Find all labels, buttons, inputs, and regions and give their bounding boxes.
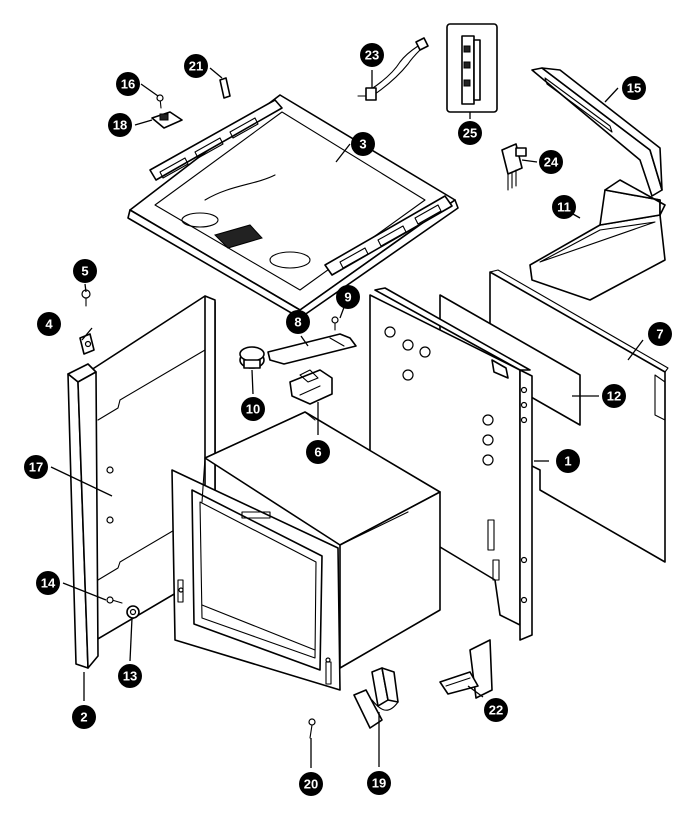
callout-badge <box>306 440 330 464</box>
callout-number: 8 <box>294 315 301 330</box>
burner-box-part <box>127 94 459 319</box>
callout-badge <box>602 384 626 408</box>
callout-3: 3 <box>351 132 375 156</box>
front-upright-part <box>67 363 99 669</box>
callout-4: 4 <box>37 312 61 336</box>
screw-small-part <box>106 596 123 604</box>
callout-badge <box>367 771 391 795</box>
callout-5: 5 <box>73 259 97 283</box>
callout-badge <box>556 449 580 473</box>
callout-badge <box>286 310 310 334</box>
callout-number: 17 <box>29 460 43 475</box>
callout-badge <box>539 150 563 174</box>
callout-number: 15 <box>627 81 641 96</box>
knob-part <box>239 346 265 369</box>
callout-number: 13 <box>123 669 137 684</box>
oven-bracket-part <box>289 369 333 405</box>
callout-number: 19 <box>372 776 386 791</box>
callout-badge <box>118 664 142 688</box>
callout-number: 3 <box>359 137 366 152</box>
callout-14: 14 <box>36 571 60 595</box>
callout-badge <box>484 698 508 722</box>
callout-badge <box>36 571 60 595</box>
callout-6: 6 <box>306 440 330 464</box>
callout-badge <box>336 285 360 309</box>
callout-19: 19 <box>367 771 391 795</box>
callout-8: 8 <box>286 310 310 334</box>
callout-badge <box>116 72 140 96</box>
callout-number: 16 <box>121 77 135 92</box>
callout-22: 22 <box>484 698 508 722</box>
callout-number: 5 <box>81 264 88 279</box>
callout-21: 21 <box>184 54 208 78</box>
terminal-block-part <box>446 23 498 113</box>
callout-11: 11 <box>552 195 576 219</box>
callout-badge <box>552 195 576 219</box>
callout-number: 14 <box>41 576 56 591</box>
leader-lines <box>50 67 644 768</box>
callout-9: 9 <box>336 285 360 309</box>
callout-number: 10 <box>246 402 260 417</box>
vent-trim-part <box>531 67 663 197</box>
hinge-bracket-part <box>79 333 95 355</box>
callout-number: 20 <box>304 777 318 792</box>
oven-cavity-part <box>171 411 441 691</box>
callout-badge <box>184 54 208 78</box>
grommet-part <box>126 605 140 619</box>
callout-number: 6 <box>314 445 321 460</box>
callout-number: 23 <box>365 48 379 63</box>
callout-7: 7 <box>648 322 672 346</box>
callout-number: 22 <box>489 703 503 718</box>
callout-12: 12 <box>602 384 626 408</box>
callout-badge <box>360 43 384 67</box>
callout-number: 24 <box>544 155 559 170</box>
bracket-part <box>219 77 231 99</box>
callout-17: 17 <box>24 455 48 479</box>
callout-badge <box>458 121 482 145</box>
callout-13: 13 <box>118 664 142 688</box>
callout-23: 23 <box>360 43 384 67</box>
callout-15: 15 <box>622 76 646 100</box>
door-hinge-part <box>353 667 399 729</box>
callout-badge <box>72 705 96 729</box>
callout-16: 16 <box>116 72 140 96</box>
callout-number: 11 <box>557 200 571 215</box>
screw-bottom-part <box>308 718 316 739</box>
wire-harness-part <box>357 37 429 101</box>
callout-badge <box>241 397 265 421</box>
callout-2: 2 <box>72 705 96 729</box>
screw-part <box>81 289 91 307</box>
side-panel-part <box>369 287 533 641</box>
callout-1: 1 <box>556 449 580 473</box>
hinge-receiver-part <box>439 639 493 699</box>
callout-20: 20 <box>299 772 323 796</box>
callout-number: 12 <box>607 389 621 404</box>
callout-badge <box>37 312 61 336</box>
callout-10: 10 <box>241 397 265 421</box>
callout-badge <box>351 132 375 156</box>
callout-number: 9 <box>344 290 351 305</box>
callout-badge <box>648 322 672 346</box>
callout-badge <box>73 259 97 283</box>
callout-badge <box>24 455 48 479</box>
callout-18: 18 <box>108 113 132 137</box>
callout-badge <box>299 772 323 796</box>
callout-number: 7 <box>656 327 663 342</box>
callout-number: 2 <box>80 710 87 725</box>
sensor-part <box>501 143 527 191</box>
callout-badge <box>622 76 646 100</box>
callout-25: 25 <box>458 121 482 145</box>
callout-24: 24 <box>539 150 563 174</box>
callout-number: 4 <box>45 317 53 332</box>
valve-bracket-part <box>267 316 357 365</box>
callout-number: 1 <box>564 454 571 469</box>
callout-number: 21 <box>189 59 203 74</box>
callout-number: 18 <box>113 118 127 133</box>
callout-number: 25 <box>463 126 477 141</box>
flue-duct-part <box>529 179 666 301</box>
switch-part <box>151 94 183 129</box>
callout-badge <box>108 113 132 137</box>
